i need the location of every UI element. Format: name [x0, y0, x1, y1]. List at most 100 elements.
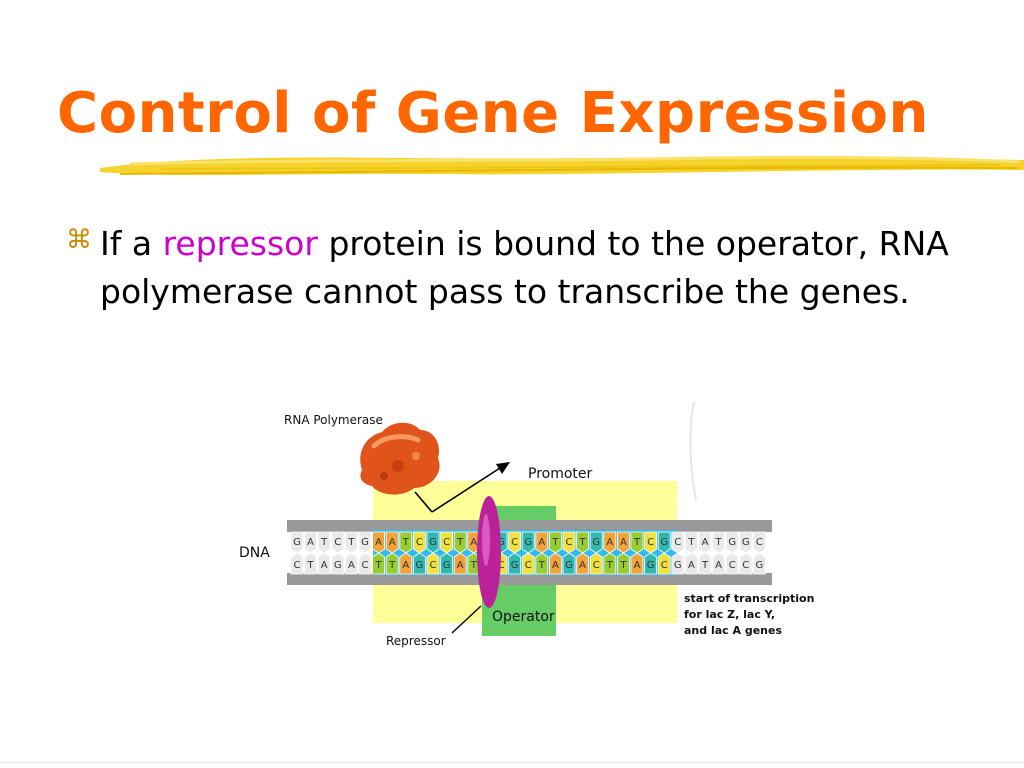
top-strand-base-letter: T — [456, 537, 464, 548]
bottom-strand-base-letter: A — [715, 560, 722, 571]
bullet-text-before: If a — [100, 224, 163, 263]
top-strand-base-letter: T — [402, 537, 410, 548]
top-strand-base-tile — [698, 531, 712, 554]
bottom-strand-base-tile — [549, 552, 562, 575]
bottom-strand-base-tile — [698, 552, 712, 575]
bottom-strand-base-tile — [685, 552, 698, 575]
top-strand-base-tile — [317, 531, 331, 554]
top-strand-base-tile — [508, 531, 521, 554]
slide-title: Control of Gene Expression — [57, 81, 929, 146]
top-strand-base-tile — [399, 531, 413, 554]
top-strand-base-letter: C — [511, 537, 518, 548]
top-strand-base-tile — [412, 531, 426, 554]
bottom-strand-base-letter: T — [388, 560, 396, 571]
bottom-strand-base-tile — [753, 552, 766, 575]
bullet-text-after: protein is bound to the operator, RNA po… — [100, 224, 949, 311]
top-strand-base-tile — [576, 531, 589, 554]
bottom-strand-base-tile — [304, 552, 318, 575]
bottom-strand-base-tile — [671, 552, 685, 575]
top-strand-base-letter: T — [579, 537, 587, 548]
top-strand-base-letter: A — [375, 537, 382, 548]
bottom-strand-base-tile — [603, 552, 617, 575]
top-strand-base-letter: T — [687, 537, 695, 548]
top-strand-base-tile — [385, 531, 399, 554]
bottom-strand-base-tile — [739, 552, 753, 575]
bottom-strand-base-letter: T — [307, 560, 315, 571]
top-strand-base-letter: G — [361, 537, 369, 548]
z-bullet-icon: ⌘ — [66, 225, 92, 255]
bottom-strand-base-tile — [426, 552, 440, 575]
top-strand-base-letter: T — [347, 537, 355, 548]
top-strand-base-tile — [617, 531, 630, 554]
label-operator: Operator — [492, 609, 555, 625]
top-strand-base-letter: A — [307, 537, 314, 548]
bottom-strand-base-letter: A — [552, 560, 559, 571]
bottom-strand-base-letter: G — [565, 560, 573, 571]
bottom-strand-base-letter: T — [606, 560, 614, 571]
top-strand-base-tile — [549, 531, 562, 554]
top-strand-base-letter: G — [293, 537, 301, 548]
label-dna: DNA — [239, 545, 270, 561]
bottom-strand-base-tile — [630, 552, 644, 575]
top-strand-base-tile — [535, 531, 549, 554]
bottom-strand-base-letter: G — [674, 560, 682, 571]
bottom-strand-base-letter: C — [430, 560, 437, 571]
bottom-strand-base-letter: G — [443, 560, 451, 571]
top-strand-base-letter: G — [429, 537, 437, 548]
bottom-strand-base-tile — [331, 552, 345, 575]
bottom-strand-base-tile — [385, 552, 399, 575]
bottom-strand-base-tile — [372, 552, 386, 575]
bottom-strand-base-tile — [317, 552, 331, 575]
promoter-arrow — [414, 462, 510, 513]
bottom-strand-base-letter: A — [688, 560, 695, 571]
bottom-strand-base-tile — [344, 552, 358, 575]
bottom-strand-base-tile — [440, 552, 454, 575]
top-strand-base-tile — [644, 531, 657, 554]
bottom-strand-base-tile — [453, 552, 467, 575]
top-strand-base-tile — [331, 531, 345, 554]
top-strand-base-tile — [440, 531, 454, 554]
bottom-strand-base-letter: C — [294, 560, 301, 571]
bullet-text: If a repressor protein is bound to the o… — [100, 220, 980, 316]
top-strand-base-letter: C — [416, 537, 423, 548]
bottom-strand-base-tile — [617, 552, 630, 575]
top-strand-base-letter: G — [524, 537, 532, 548]
dna-backbone-top — [287, 520, 772, 532]
title-underline-brushstroke — [100, 155, 1024, 176]
top-strand-base-tile — [685, 531, 698, 554]
bottom-strand-base-letter: A — [579, 560, 586, 571]
top-strand-base-tile — [630, 531, 644, 554]
top-strand-base-letter: C — [756, 537, 763, 548]
top-strand-base-tile — [589, 531, 603, 554]
bottom-strand-base-letter: C — [362, 560, 369, 571]
footer-rule — [0, 762, 1024, 763]
label-start-transcription-3: and lac A genes — [684, 624, 782, 637]
bottom-strand-base-letter: G — [416, 560, 424, 571]
top-strand-base-tile — [521, 531, 535, 554]
top-strand-base-letter: G — [592, 537, 600, 548]
bottom-strand-base-tile — [562, 552, 576, 575]
bottom-strand-base-tile — [589, 552, 603, 575]
top-strand-base-letter: C — [334, 537, 341, 548]
bottom-strand-base-letter: A — [457, 560, 464, 571]
bottom-strand-base-letter: G — [334, 560, 342, 571]
bottom-strand-base-tile — [290, 552, 304, 575]
repressor-pointer — [451, 605, 482, 634]
bottom-strand-base-tile — [521, 552, 535, 575]
bottom-strand-base-letter: G — [511, 560, 519, 571]
top-strand-base-tile — [562, 531, 576, 554]
bottom-strand-base-tile — [508, 552, 521, 575]
top-strand-base-tile — [304, 531, 318, 554]
top-strand-base-tile — [344, 531, 358, 554]
label-repressor: Repressor — [386, 634, 446, 648]
bottom-strand-base-letter: A — [634, 560, 641, 571]
scan-edge — [689, 401, 697, 501]
dna-bottom-strand: CTAGACTTAGCGATACGCTAGACTTAGCGATACCG — [290, 552, 766, 575]
bottom-strand-base-tile — [535, 552, 549, 575]
top-strand-base-tile — [671, 531, 685, 554]
bottom-strand-base-letter: A — [321, 560, 328, 571]
top-strand-base-letter: T — [633, 537, 641, 548]
top-strand-base-letter: G — [660, 537, 668, 548]
bottom-strand-base-letter: A — [402, 560, 409, 571]
